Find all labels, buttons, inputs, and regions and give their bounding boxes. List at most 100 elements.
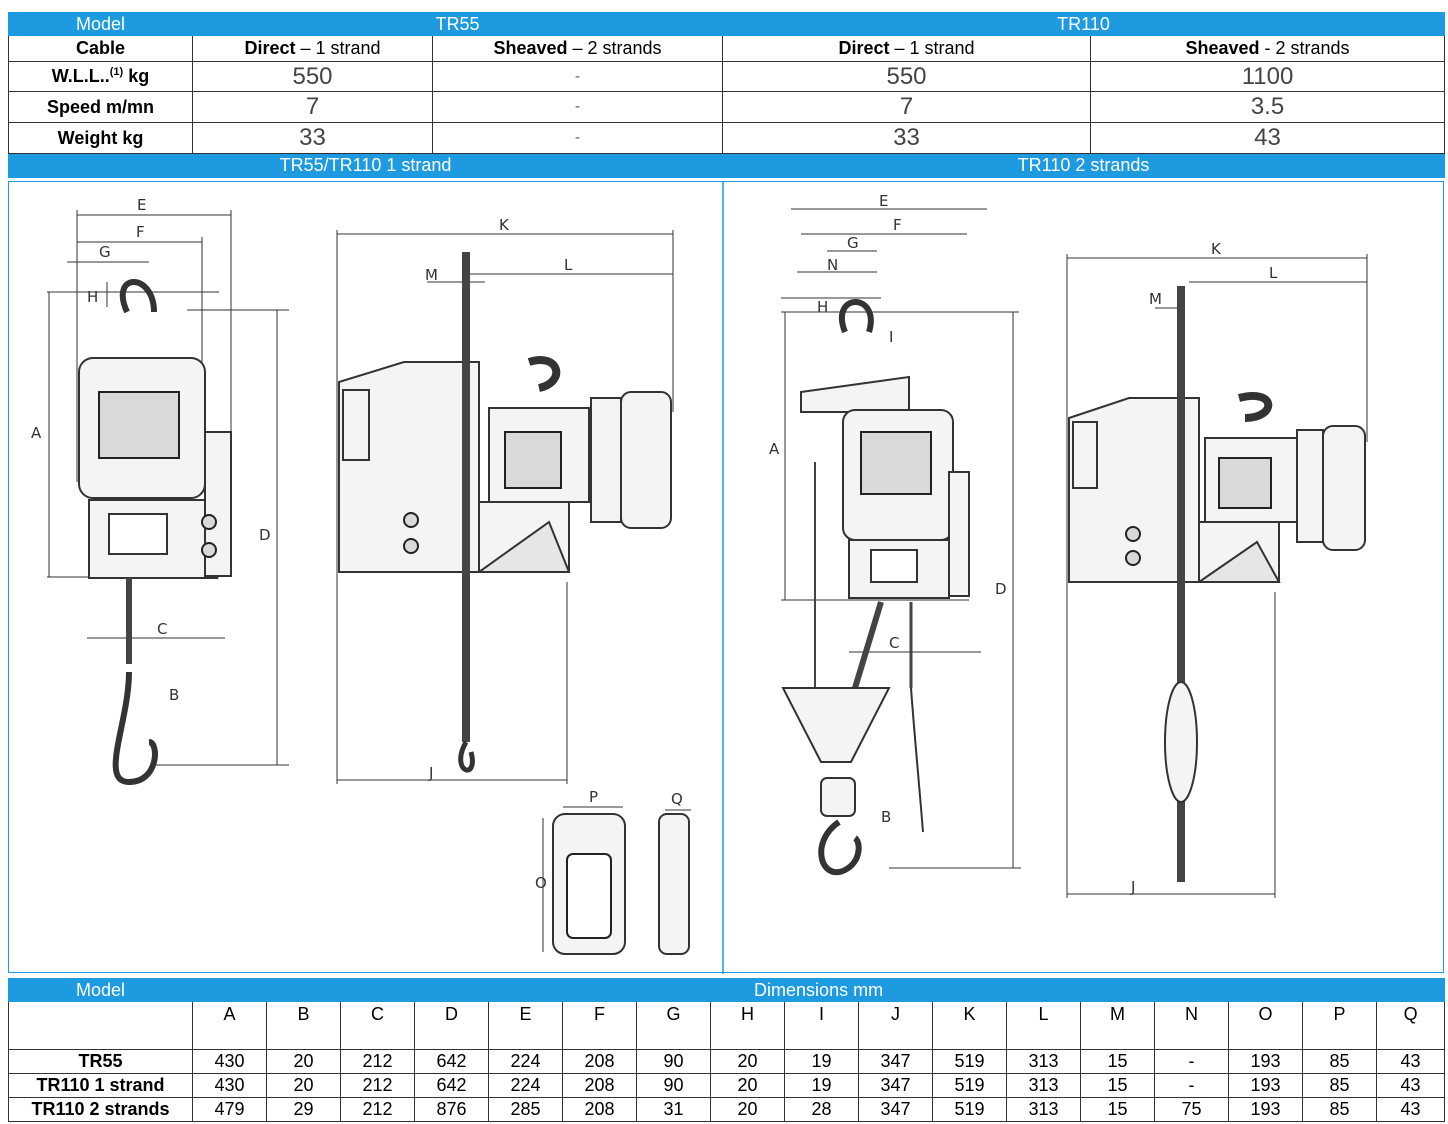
dim-label-A: A	[31, 424, 42, 442]
technical-drawing-area: E F G H A D C B K	[8, 181, 1444, 974]
cable-cell: Direct – 1 strand	[722, 35, 1092, 62]
dim-cell: 208	[562, 1073, 637, 1098]
dim-label-Q: Q	[671, 790, 683, 808]
table-row: TR110 2 strands 479 29 212 876 285 208 3…	[8, 1097, 1446, 1122]
dims-col-header: B	[266, 1001, 341, 1050]
cable-cell: Sheaved – 2 strands	[431, 35, 724, 62]
cable-cell: Sheaved - 2 strands	[1090, 35, 1446, 62]
dims-col-header: K	[932, 1001, 1007, 1050]
table-row: TR110 1 strand 430 20 212 642 224 208 90…	[8, 1073, 1446, 1098]
table-row: TR55 430 20 212 642 224 208 90 20 19 347…	[8, 1049, 1446, 1074]
dim-label-J: J	[1130, 878, 1135, 896]
dim-cell: 193	[1228, 1049, 1303, 1074]
dim-cell: 430	[192, 1073, 267, 1098]
dim-cell: 20	[266, 1049, 341, 1074]
dim-cell: 193	[1228, 1097, 1303, 1122]
dim-label-M: M	[1149, 290, 1162, 308]
dims-col-header: A	[192, 1001, 267, 1050]
wll-value: 550	[192, 61, 433, 92]
weight-label: Weight kg	[8, 122, 193, 154]
wll-value: 550	[722, 61, 1092, 92]
pendant-control-view: P Q O	[535, 788, 691, 955]
dims-col-header: O	[1228, 1001, 1303, 1050]
dims-col-header: C	[340, 1001, 415, 1050]
dim-cell: 90	[636, 1049, 711, 1074]
dims-col-header: L	[1006, 1001, 1081, 1050]
weight-value: 43	[1090, 122, 1446, 154]
dim-cell: 313	[1006, 1049, 1081, 1074]
dims-col-header: I	[784, 1001, 859, 1050]
dim-cell: 430	[192, 1049, 267, 1074]
dim-cell: 224	[488, 1049, 563, 1074]
dim-cell: 20	[266, 1073, 341, 1098]
wll-value: 1100	[1090, 61, 1446, 92]
dims-title: Dimensions mm	[191, 978, 1446, 1002]
dim-label-F: F	[893, 216, 902, 234]
dim-cell: 642	[414, 1049, 489, 1074]
dim-label-O: O	[535, 874, 547, 892]
dim-label-F: F	[136, 223, 145, 241]
dim-cell: 876	[414, 1097, 489, 1122]
dim-label-G: G	[847, 234, 859, 252]
dims-column-header-row: A B C D E F G H I J K L M N O P Q	[8, 1001, 1446, 1050]
dim-cell: 519	[932, 1049, 1007, 1074]
dim-label-M: M	[425, 266, 438, 284]
spec-tr55-header: TR55	[191, 12, 724, 36]
dim-cell: 15	[1080, 1097, 1155, 1122]
dims-col-header: P	[1302, 1001, 1377, 1050]
dim-label-E: E	[879, 192, 888, 210]
dim-cell: 208	[562, 1097, 637, 1122]
dim-label-J: J	[428, 764, 433, 782]
dim-cell: 212	[340, 1073, 415, 1098]
dim-cell: 43	[1375, 1097, 1446, 1122]
spec-table: Model TR55 TR110 Cable Direct – 1 strand…	[7, 12, 1446, 178]
dim-cell: 28	[784, 1097, 859, 1122]
dim-cell: 313	[1006, 1073, 1081, 1098]
technical-drawing: E F G H A D C B K	[31, 182, 1368, 974]
wll-value: -	[431, 61, 724, 92]
dim-label-P: P	[589, 788, 598, 806]
dims-col-header: E	[488, 1001, 563, 1050]
dim-cell: 85	[1302, 1049, 1377, 1074]
dim-cell: 642	[414, 1073, 489, 1098]
dim-cell: 347	[858, 1097, 933, 1122]
hoist-side-view-1: K L M J	[336, 216, 674, 784]
speed-value: -	[431, 91, 724, 123]
hoist-side-view-2: K L M J	[1066, 240, 1368, 898]
dim-label-E: E	[137, 196, 146, 214]
spec-model-header: Model	[8, 12, 193, 36]
weight-value: 33	[192, 122, 433, 154]
dim-cell: 347	[858, 1073, 933, 1098]
dim-label-G: G	[99, 243, 111, 261]
dim-cell: 90	[636, 1073, 711, 1098]
dims-col-header: D	[414, 1001, 489, 1050]
dim-label-K: K	[499, 216, 510, 234]
speed-label: Speed m/mn	[8, 91, 193, 123]
dim-cell: 479	[192, 1097, 267, 1122]
dims-col-header: G	[636, 1001, 711, 1050]
dim-label-N: N	[827, 256, 838, 274]
dim-label-A: A	[769, 440, 780, 458]
cable-cell: Direct – 1 strand	[192, 35, 433, 62]
dim-cell: 347	[858, 1049, 933, 1074]
dim-label-D: D	[995, 580, 1007, 598]
spec-tr110-header: TR110	[722, 12, 1446, 36]
hoist-front-view-2: E F G N H A D C B I	[769, 192, 1021, 876]
dim-label-L: L	[564, 256, 573, 274]
dim-cell: 224	[488, 1073, 563, 1098]
speed-value: 3.5	[1090, 91, 1446, 123]
dim-cell: 20	[710, 1073, 785, 1098]
dim-cell: 15	[1080, 1049, 1155, 1074]
dims-col-header: M	[1080, 1001, 1155, 1050]
hoist-front-view-1: E F G H A D C B	[31, 196, 289, 786]
dim-cell: 43	[1375, 1049, 1446, 1074]
dim-cell: 31	[636, 1097, 711, 1122]
row-name: TR55	[8, 1049, 193, 1074]
dim-cell: -	[1154, 1073, 1229, 1098]
dim-cell: 85	[1302, 1097, 1377, 1122]
dimensions-table: Model Dimensions mm A B C D E F G H I J …	[8, 978, 1446, 1122]
dim-cell: 208	[562, 1049, 637, 1074]
dims-col-header: Q	[1375, 1001, 1446, 1050]
dim-cell: -	[1154, 1049, 1229, 1074]
dim-label-K: K	[1211, 240, 1222, 258]
